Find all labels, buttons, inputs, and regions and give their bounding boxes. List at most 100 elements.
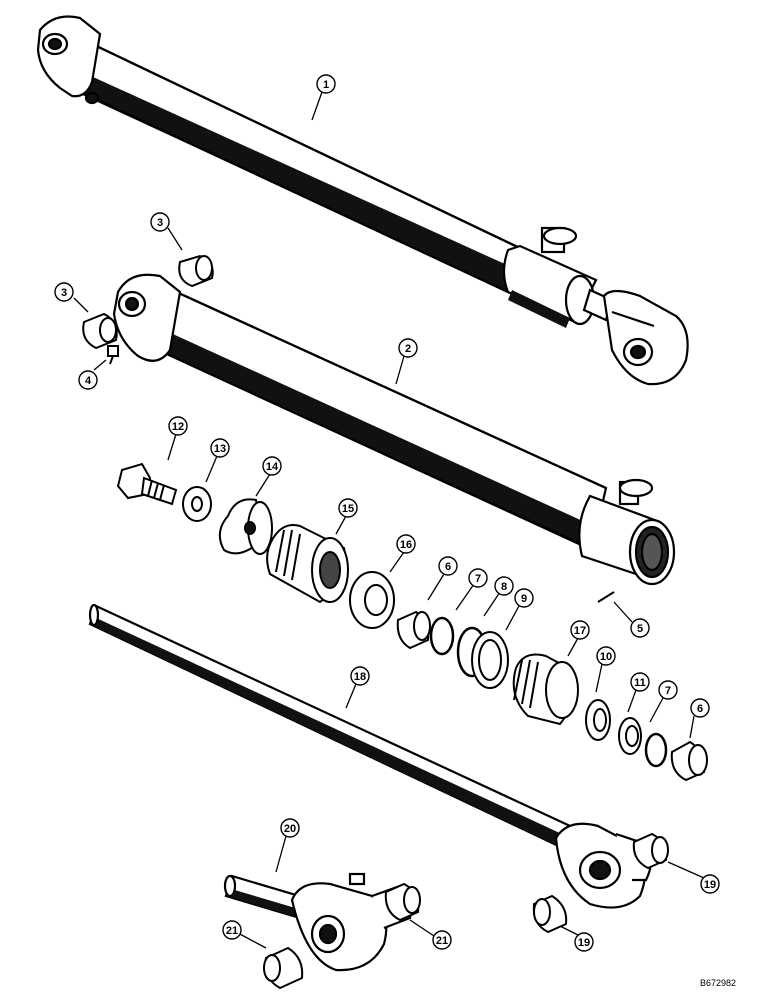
callout-label: 19 (578, 937, 590, 949)
callout-c1: 1 (316, 74, 336, 94)
callout-label: 16 (400, 539, 412, 551)
callout-circle (574, 932, 594, 952)
piston (266, 524, 349, 604)
callout-c18: 18 (350, 666, 370, 686)
rod-bushing-upper (396, 610, 431, 650)
callout-label: 19 (704, 879, 716, 891)
callout-label: 8 (501, 581, 507, 593)
callout-label: 3 (157, 217, 163, 229)
piston-rod (88, 603, 653, 909)
callout-circle (630, 618, 650, 638)
callout-circle (78, 370, 98, 390)
callout-label: 6 (445, 561, 451, 573)
callout-c3b: 3 (54, 282, 74, 302)
gland (512, 653, 579, 726)
callout-c7a: 7 (468, 568, 488, 588)
o-ring-upper (429, 616, 455, 656)
callout-c20: 20 (280, 818, 300, 838)
rod-bushing-lower (670, 740, 708, 782)
callout-c6b: 6 (690, 698, 710, 718)
callout-circle (262, 456, 282, 476)
callout-c7b: 7 (658, 680, 678, 700)
callout-label: 17 (574, 625, 586, 637)
cylinder-assembly (36, 15, 689, 386)
callout-label: 18 (354, 671, 366, 683)
callout-circle (468, 568, 488, 588)
callout-circle (690, 698, 710, 718)
callout-circle (438, 556, 458, 576)
grease-fitting (107, 345, 119, 365)
callout-circle (210, 438, 230, 458)
callout-circle (350, 666, 370, 686)
callout-label: 14 (266, 461, 279, 473)
callout-circle (432, 930, 452, 950)
callout-label: 10 (600, 651, 612, 663)
callout-label: 2 (405, 343, 411, 355)
o-ring-lower (644, 732, 668, 768)
callout-label: 12 (172, 421, 184, 433)
clevis-pin-assembly (223, 872, 412, 972)
callout-c13: 13 (210, 438, 230, 458)
wear-ring (349, 571, 395, 629)
callout-circle (150, 212, 170, 232)
callout-c21b: 21 (432, 930, 452, 950)
callout-label: 7 (475, 573, 481, 585)
callout-c19b: 19 (574, 932, 594, 952)
piston-nut (218, 498, 273, 555)
callout-circle (596, 646, 616, 666)
callout-circle (316, 74, 336, 94)
callout-circle (658, 680, 678, 700)
pin-bushing-upper (384, 882, 421, 922)
wiper (618, 717, 642, 755)
set-screw (597, 591, 615, 603)
clevis-bushing-right (632, 832, 669, 870)
callout-label: 15 (342, 503, 354, 515)
callout-label: 4 (85, 375, 92, 387)
callout-label: 6 (697, 703, 703, 715)
callout-c12: 12 (168, 416, 188, 436)
callout-c16: 16 (396, 534, 416, 554)
callout-c9: 9 (514, 588, 534, 608)
callout-c21a: 21 (222, 920, 242, 940)
callout-circle (630, 672, 650, 692)
callout-c17: 17 (570, 620, 590, 640)
callout-c4: 4 (78, 370, 98, 390)
callout-c15: 15 (338, 498, 358, 518)
callout-label: 21 (226, 925, 238, 937)
bushing-lower (82, 312, 118, 350)
bushing-upper (178, 254, 214, 288)
callout-label: 11 (634, 677, 646, 689)
callout-circle (570, 620, 590, 640)
bolt (116, 462, 178, 506)
clevis-bushing-left (532, 894, 568, 934)
callout-c2: 2 (398, 338, 418, 358)
callout-circle (168, 416, 188, 436)
callout-label: 5 (637, 623, 643, 635)
callout-circle (54, 282, 74, 302)
callout-label: 1 (323, 79, 329, 91)
callout-label: 20 (284, 823, 296, 835)
callout-label: 7 (665, 685, 671, 697)
drawing-number: B672982 (700, 978, 736, 988)
callout-circle (222, 920, 242, 940)
callout-circle (700, 874, 720, 894)
callout-circle (514, 588, 534, 608)
washer (182, 486, 212, 522)
callout-c5: 5 (630, 618, 650, 638)
callout-c8: 8 (494, 576, 514, 596)
callout-label: 3 (61, 287, 67, 299)
rod-seal (585, 699, 611, 741)
callout-circle (398, 338, 418, 358)
callout-c10: 10 (596, 646, 616, 666)
callout-label: 21 (436, 935, 448, 947)
callout-c14: 14 (262, 456, 282, 476)
callout-label: 9 (521, 593, 527, 605)
callout-circle (396, 534, 416, 554)
callout-circle (280, 818, 300, 838)
callout-layer (73, 91, 705, 949)
cylinder-barrel (112, 273, 676, 586)
callout-c3a: 3 (150, 212, 170, 232)
